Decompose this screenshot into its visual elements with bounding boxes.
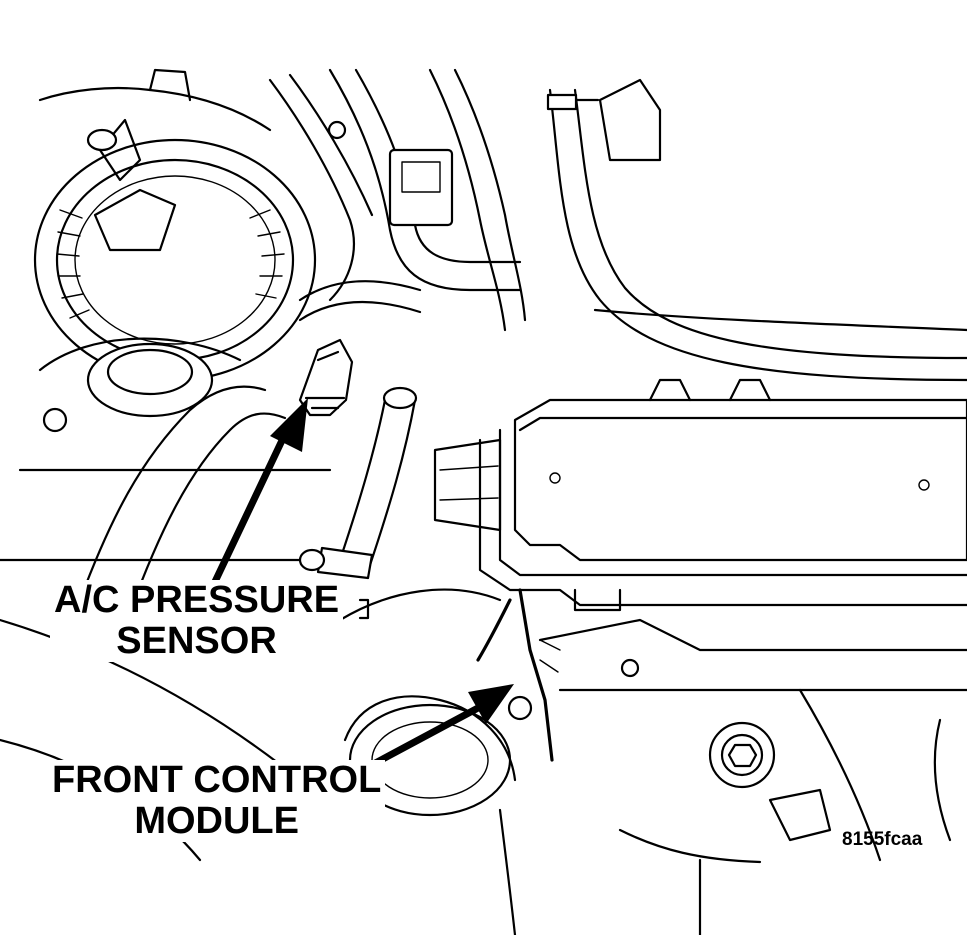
lower-hose bbox=[0, 385, 332, 614]
ac-sensor-leader bbox=[208, 428, 290, 592]
figure-code: 8155fcaa bbox=[842, 829, 923, 850]
ac-pressure-sensor-label-line2: SENSOR bbox=[116, 620, 277, 663]
fcm-leader bbox=[362, 704, 482, 772]
fender-contours bbox=[546, 78, 967, 382]
ac-pressure-sensor-drawing bbox=[298, 338, 418, 580]
ac-sensor-arrowhead bbox=[270, 398, 308, 452]
ac-pressure-sensor-label: A/C PRESSURE SENSOR bbox=[50, 579, 344, 663]
alternator-pulley bbox=[33, 68, 374, 433]
front-control-module-label-line1: FRONT CONTROL bbox=[52, 759, 382, 801]
front-control-module-drawing bbox=[433, 378, 967, 612]
ac-pressure-sensor-label-line1: A/C PRESSURE bbox=[54, 579, 340, 621]
front-control-module-label: FRONT CONTROL MODULE bbox=[48, 759, 386, 843]
wiring-harness bbox=[476, 588, 561, 762]
upper-hoses bbox=[298, 68, 527, 332]
front-control-module-label-line2: MODULE bbox=[134, 800, 299, 843]
fcm-arrowhead bbox=[468, 684, 514, 724]
lower-bracket bbox=[538, 618, 967, 935]
leader-arrows bbox=[208, 398, 514, 772]
